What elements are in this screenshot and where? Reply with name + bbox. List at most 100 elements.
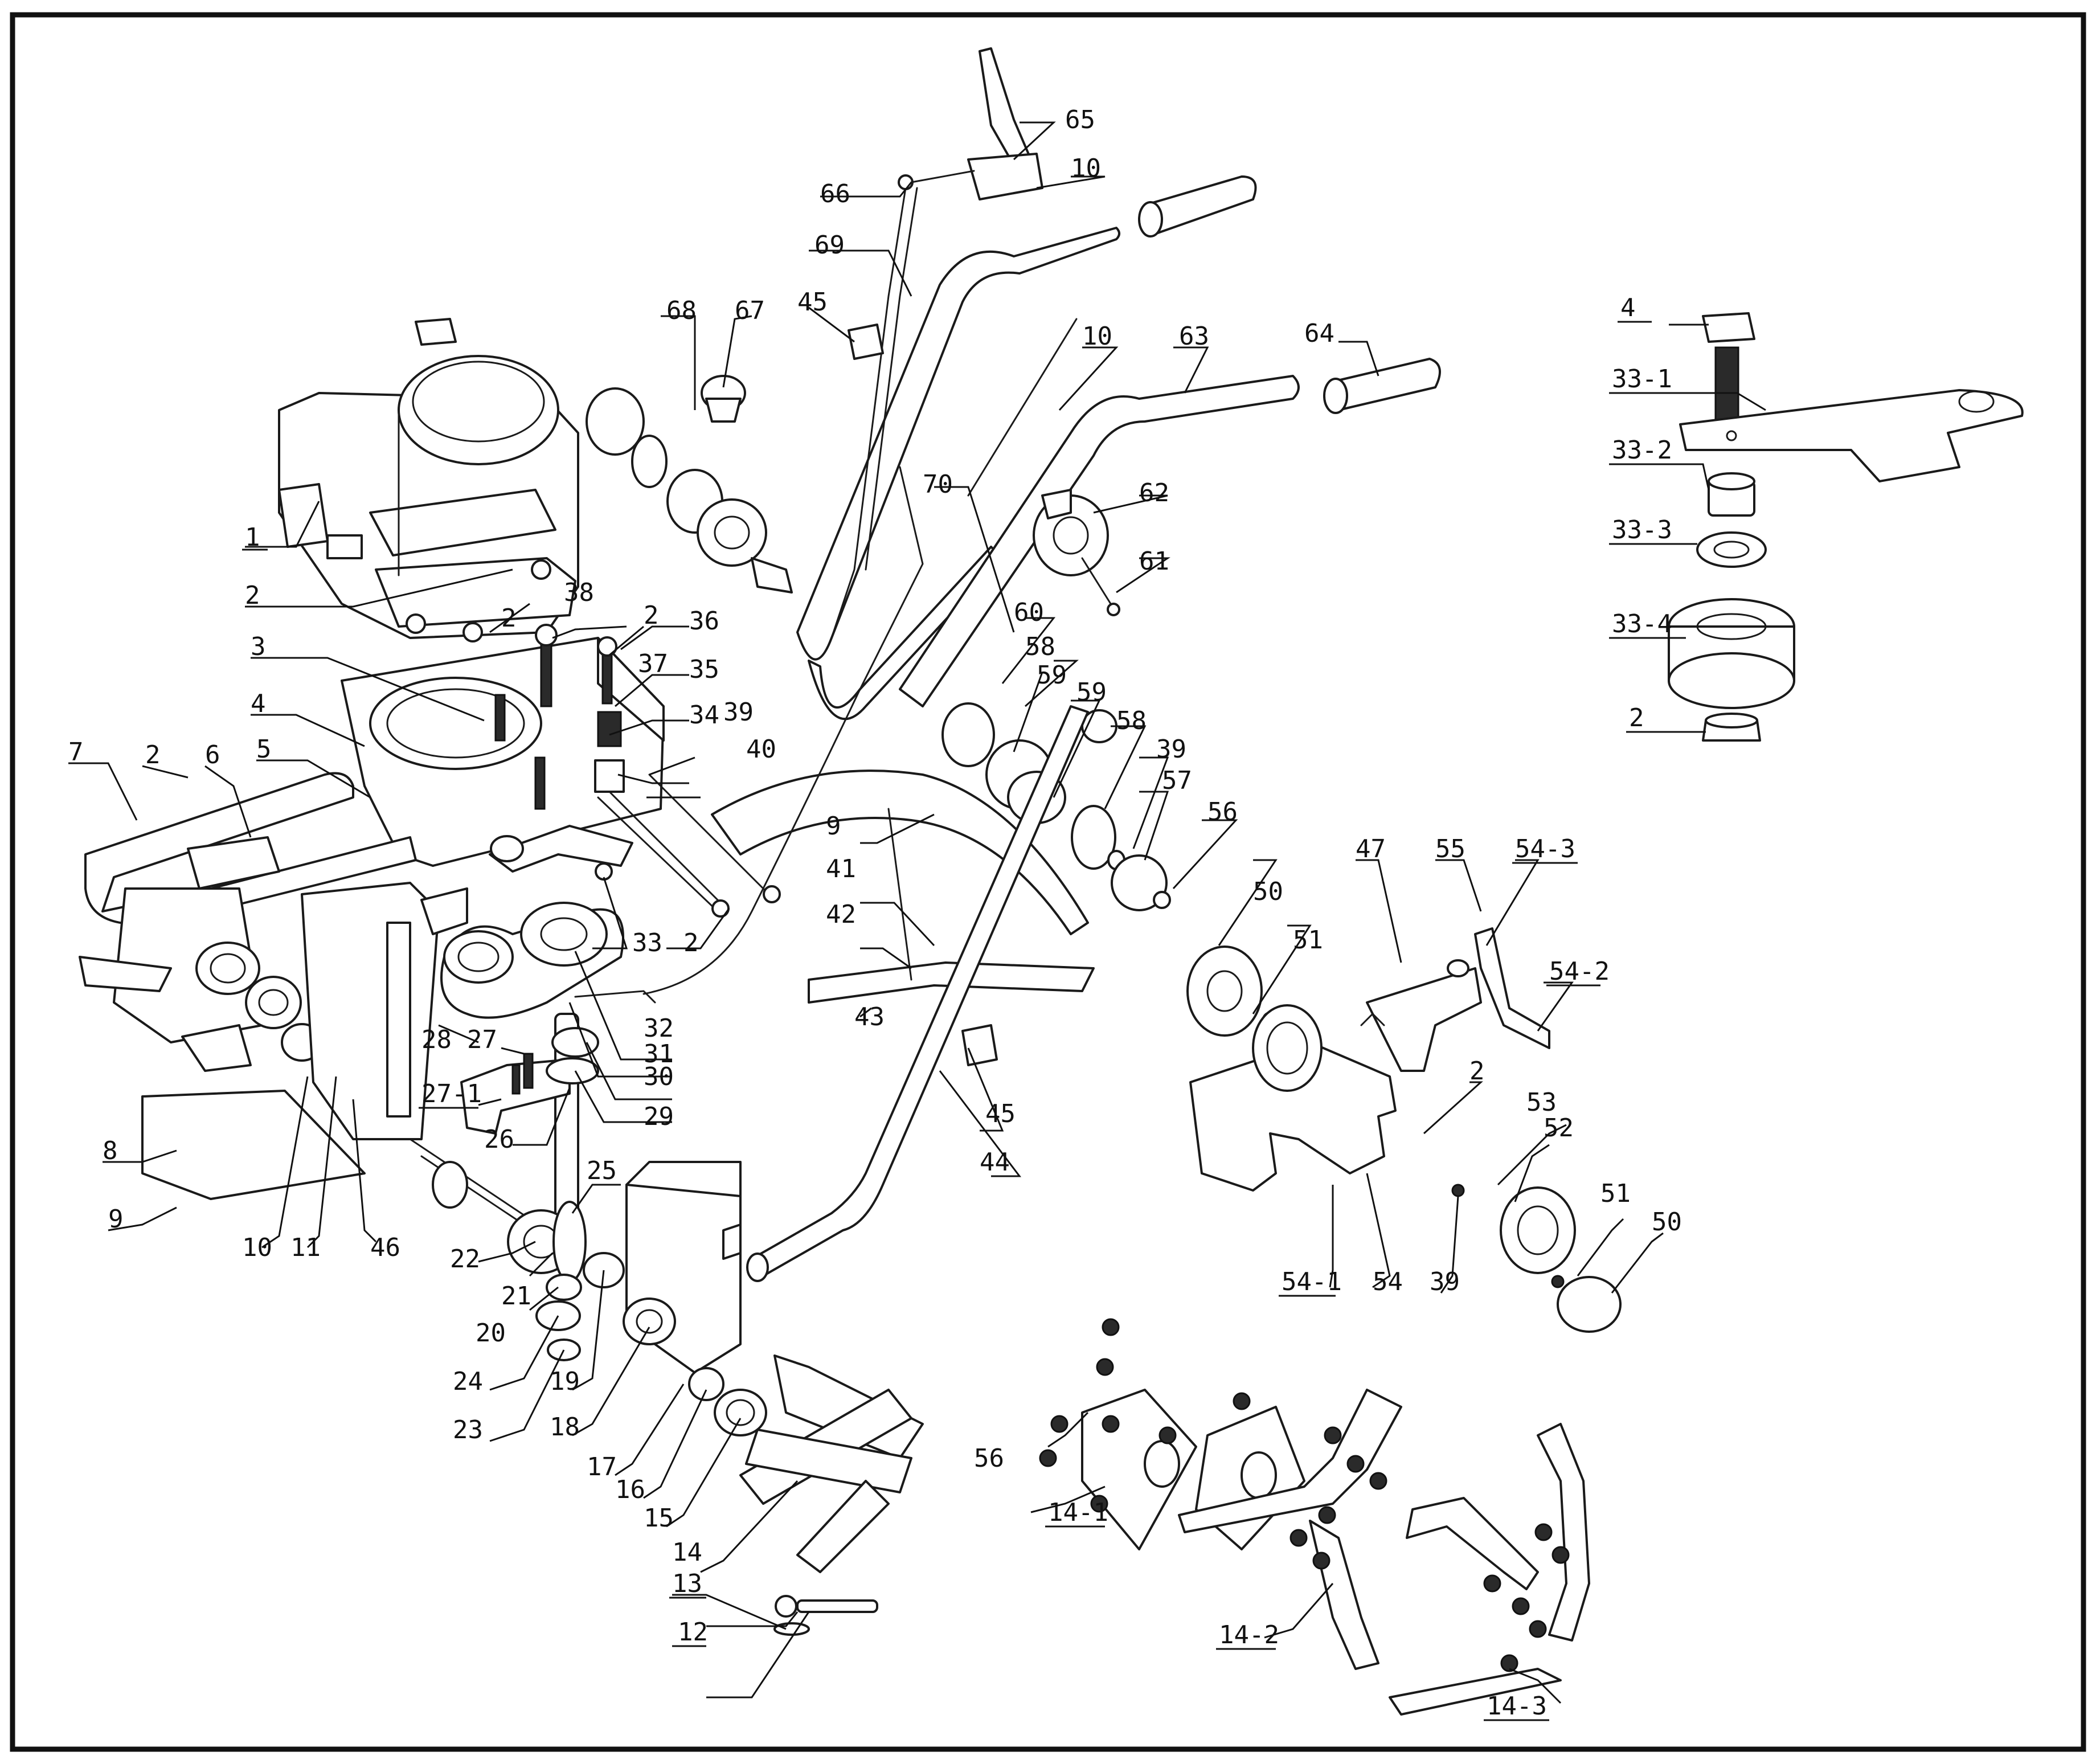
- callout-58: 58: [1116, 706, 1147, 735]
- callout-9: 9: [108, 1205, 124, 1234]
- wheel-bracket: [1189, 927, 1550, 1192]
- callout-54: 54: [1373, 1267, 1403, 1296]
- callout-17: 17: [587, 1452, 617, 1481]
- callout-45: 45: [985, 1099, 1016, 1128]
- callout-30: 30: [644, 1062, 674, 1091]
- callout-10: 10: [1071, 154, 1101, 183]
- callout-29: 29: [644, 1102, 674, 1131]
- callout-59: 59: [1037, 661, 1067, 690]
- callout-36: 36: [689, 607, 719, 636]
- wheels: [1186, 946, 1622, 1333]
- throttle-lever: [898, 47, 1043, 200]
- tine-blade-set-2: [1389, 1423, 1590, 1716]
- callout-2: 2: [1469, 1057, 1485, 1086]
- callout-24: 24: [453, 1367, 483, 1396]
- lower-grip: [1323, 358, 1441, 414]
- callout-18: 18: [550, 1413, 580, 1442]
- callout-39: 39: [723, 698, 754, 727]
- callout-59: 59: [1076, 678, 1107, 707]
- callout-2: 2: [145, 740, 161, 770]
- callout-47: 47: [1356, 834, 1386, 863]
- callout-51: 51: [1293, 926, 1323, 955]
- callout-70: 70: [923, 470, 953, 499]
- callout-13: 13: [672, 1569, 702, 1598]
- callout-labels: 1 2 2 2 2 2 2 3 4 5 6 7 8 9 9 10 10 10 1…: [68, 105, 1682, 1721]
- callout-33: 33: [632, 928, 662, 957]
- callout-28: 28: [421, 1025, 452, 1054]
- callout-2: 2: [245, 581, 260, 610]
- detail-inset-tension-pulley: [1668, 312, 2024, 742]
- callout-38: 38: [564, 578, 594, 607]
- callout-34: 34: [689, 701, 719, 730]
- tine-blade-set-1: [1178, 1389, 1402, 1670]
- callout-55: 55: [1435, 834, 1465, 863]
- callout-2: 2: [683, 928, 699, 957]
- callout-57: 57: [1162, 766, 1192, 795]
- callout-52: 52: [1544, 1114, 1574, 1143]
- callout-54-1: 54-1: [1282, 1267, 1342, 1296]
- callout-4: 4: [251, 689, 266, 718]
- callout-21: 21: [501, 1282, 531, 1311]
- callout-10: 10: [242, 1233, 272, 1262]
- callout-39: 39: [1430, 1267, 1460, 1296]
- callout-54-3: 54-3: [1515, 834, 1575, 863]
- callout-65: 65: [1065, 105, 1095, 134]
- callout-51: 51: [1600, 1179, 1631, 1208]
- main-handle: [796, 187, 1120, 721]
- callout-detail-33-1: 33-1: [1612, 365, 1672, 394]
- callout-20: 20: [476, 1319, 506, 1348]
- center-gearbox: [301, 882, 468, 1140]
- callout-44: 44: [980, 1148, 1010, 1177]
- depth-stake: [746, 705, 1089, 1282]
- callout-39: 39: [1156, 735, 1186, 764]
- tension-arm: [489, 825, 633, 873]
- callout-22: 22: [450, 1245, 480, 1274]
- label-underlines: [242, 321, 1669, 1721]
- callout-14-3: 14-3: [1487, 1692, 1547, 1721]
- second-handle: [899, 318, 1300, 707]
- callout-detail-4: 4: [1620, 293, 1636, 322]
- callout-37: 37: [638, 649, 668, 678]
- callout-26: 26: [484, 1125, 514, 1154]
- callout-56: 56: [974, 1444, 1004, 1473]
- callout-14-2: 14-2: [1219, 1620, 1279, 1650]
- callout-2: 2: [501, 604, 517, 633]
- engine: [278, 318, 579, 639]
- callout-46: 46: [370, 1233, 400, 1262]
- clutch-bracket: [460, 1053, 571, 1135]
- callout-detail-33-4: 33-4: [1612, 609, 1672, 639]
- callout-8: 8: [103, 1136, 118, 1165]
- callout-54-2: 54-2: [1549, 957, 1610, 986]
- upper-grip: [1138, 175, 1257, 238]
- callout-23: 23: [453, 1415, 483, 1444]
- callout-10: 10: [1082, 322, 1112, 351]
- callout-64: 64: [1304, 319, 1334, 348]
- callout-63: 63: [1179, 322, 1209, 351]
- pulleys-belt: [440, 902, 656, 1084]
- callout-32: 32: [644, 1014, 674, 1043]
- callout-41: 41: [826, 854, 856, 883]
- handle-hub: [1033, 489, 1120, 616]
- callout-14: 14: [672, 1538, 702, 1567]
- callout-67: 67: [735, 296, 765, 325]
- callout-15: 15: [644, 1504, 674, 1533]
- callout-53: 53: [1526, 1088, 1557, 1117]
- callout-7: 7: [68, 738, 84, 767]
- callout-43: 43: [854, 1002, 885, 1032]
- leader-lines: [68, 121, 1766, 1704]
- mount-bolts: [406, 559, 625, 810]
- callout-14-1: 14-1: [1048, 1498, 1108, 1527]
- callout-58: 58: [1025, 632, 1055, 661]
- callout-42: 42: [826, 900, 856, 929]
- callout-6: 6: [205, 740, 220, 770]
- callout-66: 66: [820, 179, 850, 208]
- callout-1: 1: [245, 523, 260, 552]
- callout-56: 56: [1207, 797, 1238, 826]
- tension-rod: [597, 773, 781, 918]
- handle-gear-assembly: [586, 375, 793, 594]
- callout-3: 3: [251, 632, 266, 661]
- callout-16: 16: [615, 1475, 645, 1504]
- callout-45: 45: [797, 288, 828, 317]
- callout-25: 25: [587, 1156, 617, 1185]
